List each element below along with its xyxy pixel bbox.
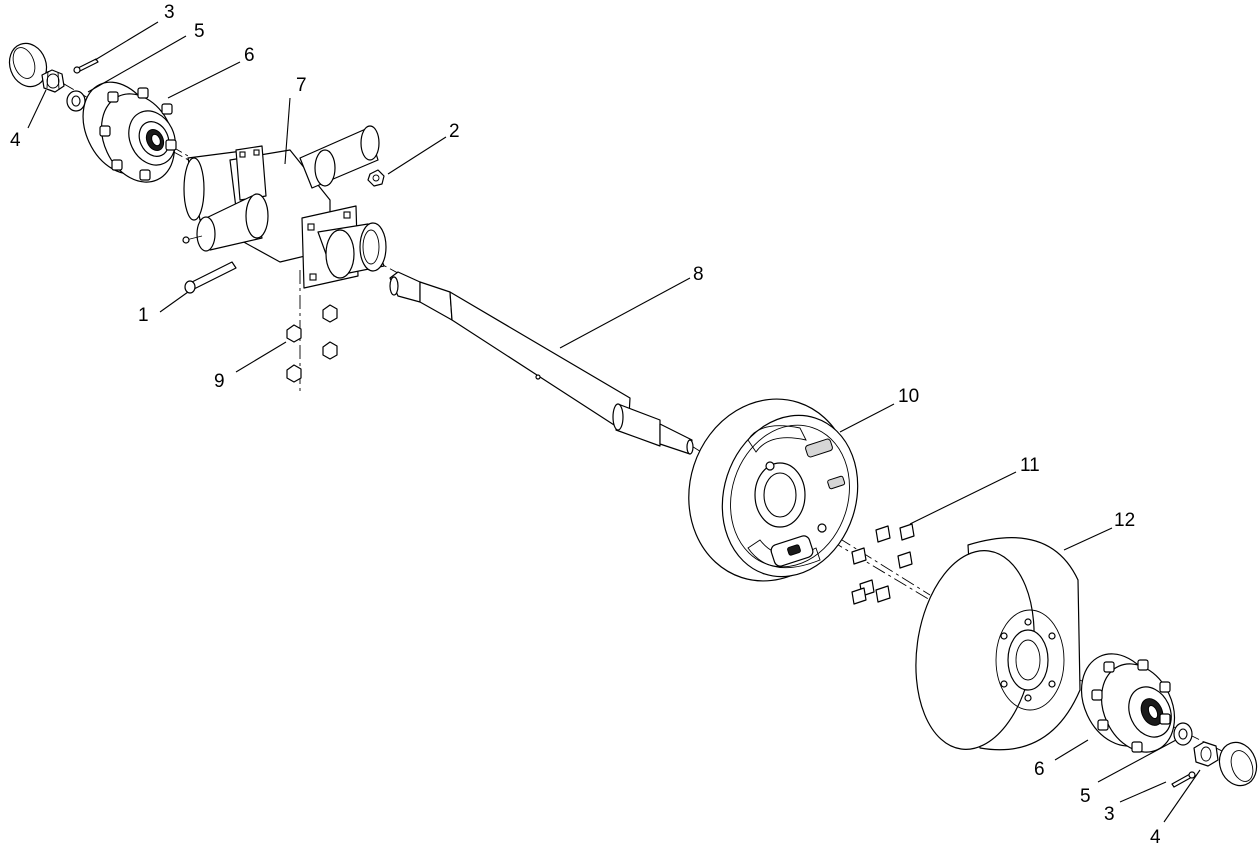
- lock-nut: [367, 169, 385, 187]
- callout-2: 2: [449, 121, 460, 142]
- hub-cap-left: [8, 42, 48, 88]
- axle-carrier-housing: [182, 125, 387, 289]
- callout-3-lower: 3: [1104, 804, 1115, 825]
- callout-5-upper: 5: [194, 21, 205, 42]
- castle-nut-right: [1193, 741, 1219, 767]
- brake-drum: [915, 537, 1081, 751]
- callout-1: 1: [138, 305, 149, 326]
- callout-4-lower: 4: [1150, 827, 1161, 848]
- callout-labels: 3 5 6 7 4 2 8 1 9 10 11 12 6 5 3 4: [10, 2, 1161, 848]
- wheel-studs: [851, 523, 915, 605]
- cotter-pin-right: [1171, 771, 1196, 788]
- washer-right: [1173, 722, 1193, 746]
- callout-5-lower: 5: [1080, 786, 1091, 807]
- callout-leaders: [27, 21, 1201, 823]
- callout-6-upper: 6: [244, 45, 255, 66]
- brake-assembly: [688, 398, 859, 582]
- callout-4-upper: 4: [10, 130, 21, 151]
- washer-left: [66, 90, 86, 112]
- callout-8: 8: [693, 264, 704, 285]
- flange-nuts: [286, 304, 338, 383]
- pivot-bolt: [184, 261, 237, 294]
- wheel-hub-left: [82, 81, 177, 183]
- castle-nut-left: [41, 69, 65, 93]
- hub-cap-right: [1218, 741, 1258, 787]
- callout-6-lower: 6: [1034, 759, 1045, 780]
- callout-3-upper: 3: [164, 2, 175, 23]
- wheel-hub-right: [1080, 653, 1176, 753]
- axle-shaft: [389, 271, 694, 455]
- callout-11: 11: [1020, 455, 1040, 476]
- cotter-pin-left: [73, 58, 99, 74]
- callout-10: 10: [898, 386, 919, 407]
- callout-12: 12: [1114, 510, 1135, 531]
- callout-9: 9: [214, 371, 225, 392]
- callout-7: 7: [296, 75, 307, 96]
